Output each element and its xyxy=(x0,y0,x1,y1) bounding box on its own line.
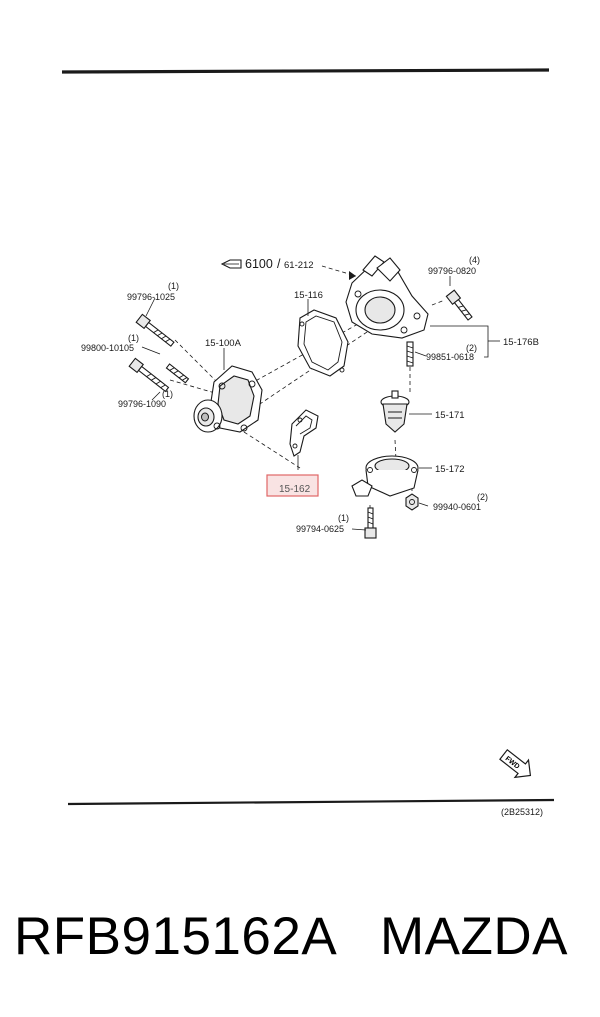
callout-15-171: 15-171 xyxy=(435,410,465,421)
callout-qty-99851-0618: (2) xyxy=(466,343,477,353)
bolt-99796-0820-icon xyxy=(445,289,473,321)
diagram-reference-code: (2B25312) xyxy=(501,807,543,817)
callout-labels: 15-116 15-100A 15-176B 15-171 15-172 15-… xyxy=(81,255,539,534)
callout-qty-99794-0625: (1) xyxy=(338,513,349,523)
thermostat-housing xyxy=(345,255,429,339)
gasket-15-116 xyxy=(297,309,349,377)
ref-sub: 61-212 xyxy=(284,260,314,271)
callout-15-100A: 15-100A xyxy=(205,338,242,349)
callout-99851-0618: 99851-0618 xyxy=(426,352,474,362)
bottom-rule xyxy=(67,798,555,806)
callout-qty-99796-0820: (4) xyxy=(469,255,480,265)
callout-qty-99940-0601: (2) xyxy=(477,492,488,502)
brand-name: MAZDA xyxy=(379,907,568,966)
leader-lines xyxy=(141,276,500,531)
stud-99800-10105-icon xyxy=(165,363,190,384)
callout-99796-0820: 99796-0820 xyxy=(428,266,476,276)
callout-15-176B: 15-176B xyxy=(503,337,539,348)
bolt-99796-1025-icon xyxy=(135,313,175,347)
callout-99794-0625: 99794-0625 xyxy=(296,524,344,534)
callout-15-162: 15-162 xyxy=(279,484,311,495)
callout-15-172: 15-172 xyxy=(435,464,465,475)
water-pump-15-100A xyxy=(193,365,263,433)
gasket-15-162 xyxy=(289,409,319,457)
thermostat-15-171 xyxy=(380,390,410,433)
ref-main: 6100 xyxy=(245,257,273,271)
reference-arrow: 6100 / 61-212 xyxy=(220,257,357,280)
callout-15-116: 15-116 xyxy=(294,290,323,301)
callout-qty-99796-1090: (1) xyxy=(162,389,173,399)
bolt-99796-1090-icon xyxy=(128,357,170,393)
svg-text:/: / xyxy=(277,257,281,271)
stud-99851-0618-icon xyxy=(406,341,414,367)
nut-99940-0601-icon xyxy=(405,493,419,511)
callout-99800-10105: 99800-10105 xyxy=(81,343,134,353)
part-number: RFB915162A xyxy=(14,907,335,966)
thermostat-cover-15-172 xyxy=(351,455,419,497)
callout-99796-1025: 99796-1025 xyxy=(127,292,175,302)
part-number-caption: RFB915162A MAZDA xyxy=(14,902,594,972)
fwd-arrow-icon: FWD xyxy=(499,748,532,779)
callout-qty-99800-10105: (1) xyxy=(128,333,139,343)
callout-99796-1090: 99796-1090 xyxy=(118,399,166,409)
bolt-99794-0625-icon xyxy=(364,507,377,539)
top-rule xyxy=(61,68,550,74)
highlight-box-15-162 xyxy=(266,474,319,497)
callout-qty-99796-1025: (1) xyxy=(168,281,179,291)
fasteners xyxy=(128,289,473,539)
callout-99940-0601: 99940-0601 xyxy=(433,502,481,512)
